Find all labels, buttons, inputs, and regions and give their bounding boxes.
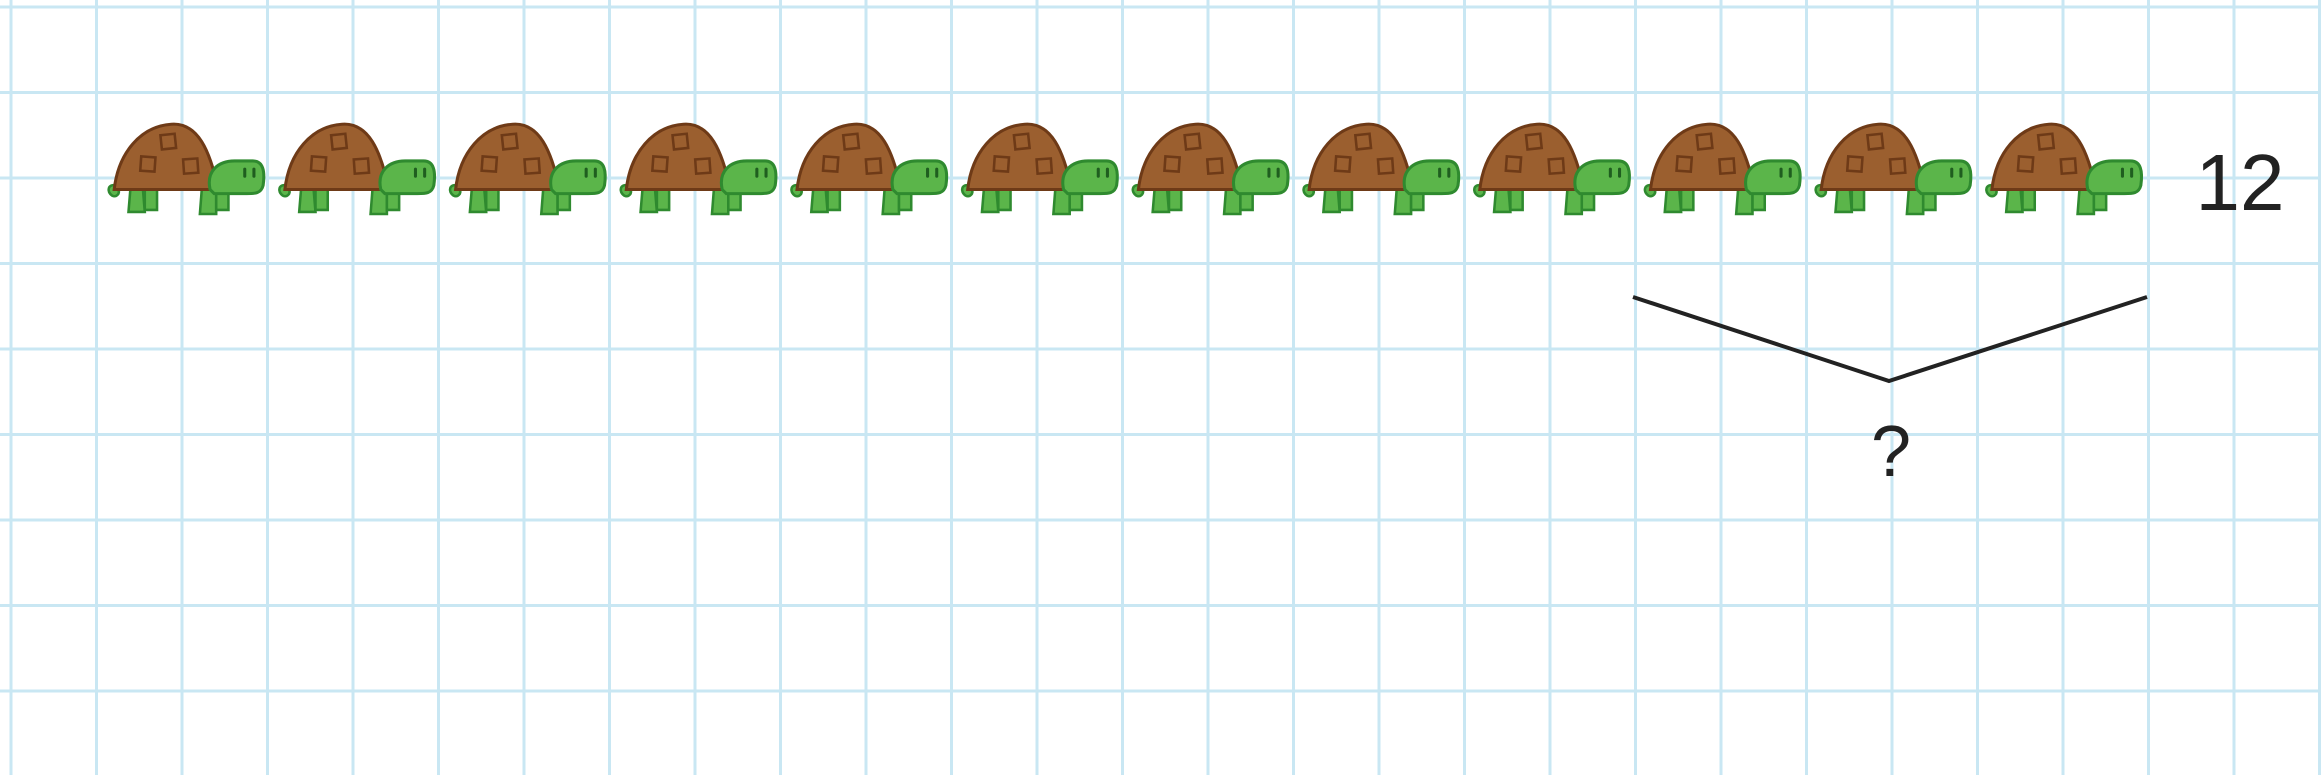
total-count-label: 12 [2196,138,2285,227]
turtle-icon [1133,124,1288,214]
turtle-icon [791,124,946,214]
turtle-icon [1645,124,1800,214]
turtle-icon [962,124,1117,214]
turtle-icon [621,124,776,214]
turtle-icon [109,124,264,214]
unknown-count-label: ? [1871,412,1911,492]
turtle-row [109,124,2142,214]
turtle-icon [1304,124,1459,214]
group-bracket [1633,297,2147,381]
turtle-icon [279,124,434,214]
turtle-icon [450,124,605,214]
turtle-icon [1474,124,1629,214]
